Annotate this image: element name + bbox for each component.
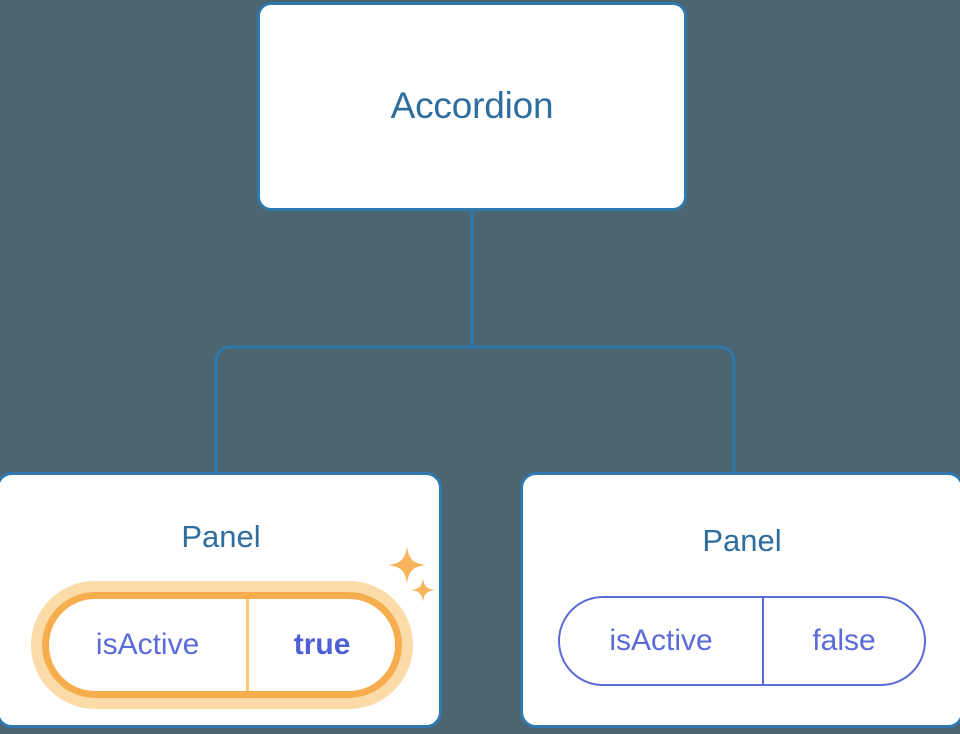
prop-pill-glow [31, 581, 413, 709]
prop-pill-isactive-true[interactable]: isActive true [31, 581, 413, 709]
prop-pill-isactive-false[interactable]: isActive false [558, 596, 926, 686]
node-panel-active[interactable]: Panel isActive true [0, 472, 442, 728]
prop-divider [762, 598, 765, 684]
node-panel-active-label: Panel [181, 519, 261, 554]
connector-branch-left [214, 345, 472, 474]
prop-divider [246, 599, 250, 691]
node-panel-inactive[interactable]: Panel isActive false [520, 472, 960, 728]
prop-pill-body: isActive true [42, 592, 402, 698]
node-accordion[interactable]: Accordion [257, 2, 687, 211]
connector-branch-right [472, 345, 736, 474]
node-panel-inactive-label: Panel [702, 523, 782, 558]
prop-key: isActive [95, 628, 200, 661]
node-accordion-label: Accordion [390, 85, 554, 127]
prop-key: isActive [609, 624, 713, 657]
prop-value: true [293, 628, 351, 661]
prop-value: false [812, 624, 876, 657]
